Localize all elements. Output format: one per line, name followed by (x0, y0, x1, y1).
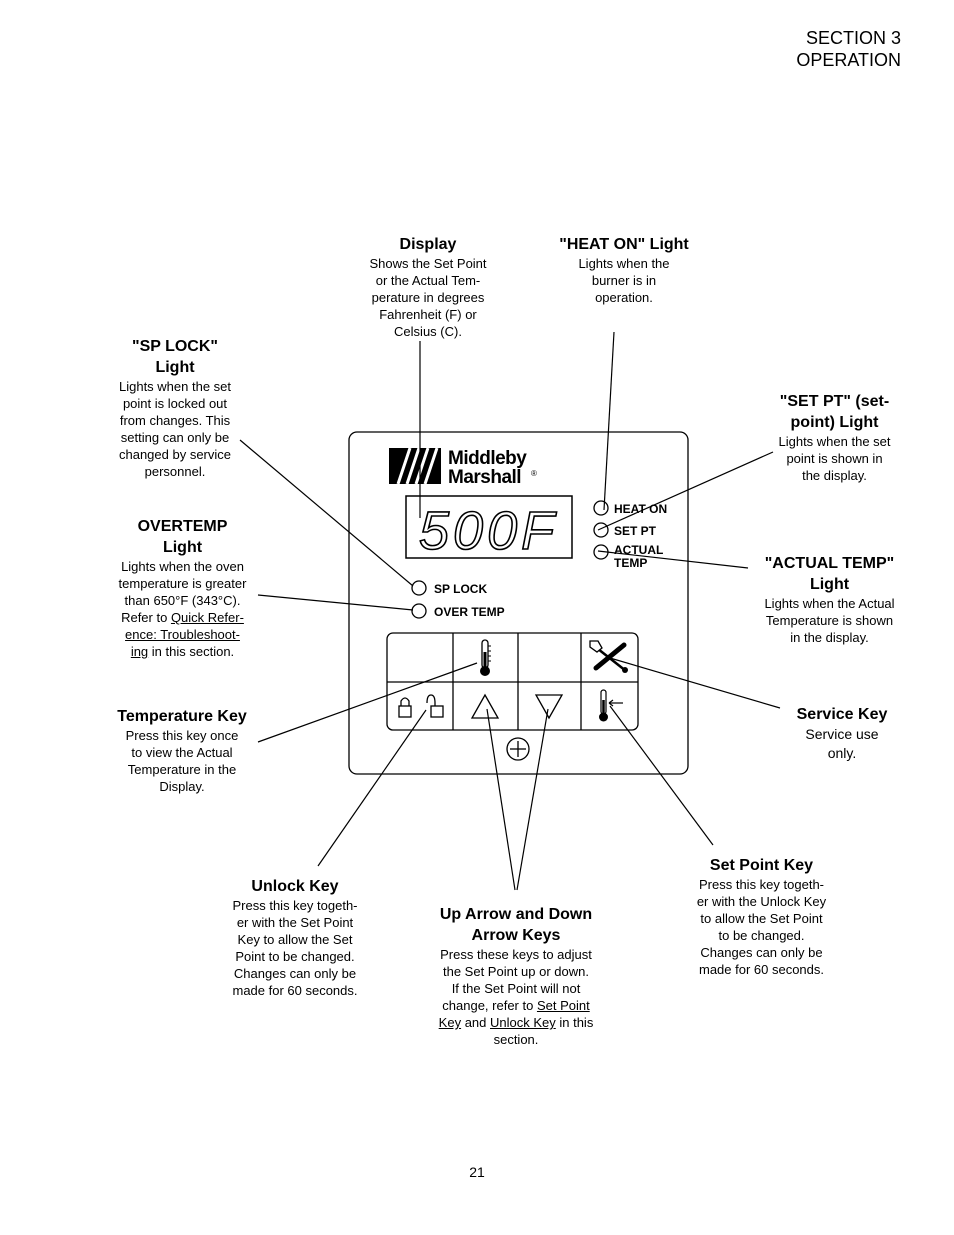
unlock-key[interactable] (387, 682, 453, 730)
leader-overtemp (257, 594, 414, 611)
brand-line-1: Middleby (448, 448, 527, 469)
callout-overtemp-title-2: Light (162, 539, 203, 556)
leader-heat-on (603, 331, 615, 511)
indicator-lights: HEAT ON SET PT ACTUAL TEMP SP LOCK OVER … (411, 500, 667, 619)
blank-key-2[interactable] (518, 633, 581, 682)
callout-display-title: Display (399, 236, 457, 253)
callout-set-point-key-title: Set Point Key (709, 857, 814, 874)
callout-set-pt: "SET PT" (set- point) Light Lights when … (752, 391, 917, 484)
callout-heat-on-desc: Lights when the burner is in operation. (578, 256, 670, 305)
leader-up-arrow (486, 708, 516, 891)
callout-sp-lock-title-1: "SP LOCK" (132, 338, 218, 355)
leader-set-point-key (609, 705, 714, 846)
leader-set-pt (597, 451, 774, 531)
callout-actual-temp-title-1: "ACTUAL TEMP" (764, 555, 895, 572)
leader-lines (239, 331, 781, 891)
unlocked-icon (426, 694, 444, 718)
quick-reference-link-2[interactable]: ence: Troubleshoot- (125, 627, 240, 642)
panel-screw-icon (506, 737, 530, 761)
leader-temperature-key (257, 662, 478, 743)
callout-overtemp-tail: in this section. (148, 644, 235, 659)
callout-actual-temp: "ACTUAL TEMP" Light Lights when the Actu… (747, 553, 912, 646)
callout-display-desc: Shows the Set Point or the Actual Tem- p… (369, 256, 487, 339)
section-header: SECTION 3 OPERATION (796, 27, 901, 71)
callout-actual-temp-title-2: Light (809, 576, 850, 593)
leader-service-key (609, 657, 781, 709)
down-arrow-key[interactable] (518, 682, 581, 730)
brand-line-2: Marshall (448, 467, 521, 488)
callout-arrow-keys-tail: in this section. (493, 1015, 594, 1047)
callout-sp-lock-title-2: Light (155, 359, 195, 376)
callout-heat-on-title: "HEAT ON" Light (559, 236, 689, 253)
callout-arrow-keys-title-1: Up Arrow and Down (439, 906, 593, 923)
callout-unlock-key-desc: Press this key togeth- er with the Set P… (232, 898, 358, 998)
callout-service-key: Service Key Service use only. (772, 704, 912, 763)
quick-reference-link-3[interactable]: ing (130, 644, 149, 659)
thermometer-arrow-icon (599, 689, 623, 722)
callout-temperature-key-desc: Press this key once to view the Actual T… (125, 728, 239, 794)
callout-set-point-key: Set Point Key Press this key togeth- er … (679, 855, 844, 978)
callout-arrow-keys-mid: and (461, 1015, 490, 1030)
service-key[interactable] (581, 633, 638, 682)
section-number: SECTION 3 (805, 28, 901, 48)
callout-arrow-keys-desc: Press these keys to adjust the Set Point… (440, 947, 592, 1013)
temperature-key[interactable] (453, 633, 518, 682)
callout-actual-temp-desc: Lights when the Actual Temperature is sh… (764, 596, 895, 645)
set-point-key-link-2[interactable]: Key (438, 1015, 462, 1030)
callout-temperature-key-title: Temperature Key (117, 708, 247, 725)
display-readout: 500F (419, 501, 558, 561)
over-temp-label: OVER TEMP (434, 605, 505, 619)
middleby-marshall-logo: Middleby Marshall ® (389, 447, 537, 488)
callout-set-pt-title-1: "SET PT" (set- (779, 393, 890, 410)
heat-on-label: HEAT ON (614, 502, 667, 516)
callout-sp-lock-desc: Lights when the set point is locked out … (118, 379, 232, 479)
leader-down-arrow (516, 708, 549, 891)
callout-set-pt-desc: Lights when the set point is shown in th… (778, 434, 891, 483)
sp-lock-label: SP LOCK (434, 582, 487, 596)
leader-actual-temp (597, 550, 749, 569)
callout-display: Display Shows the Set Point or the Actua… (348, 234, 508, 340)
temperature-display: 500F (405, 495, 573, 562)
keypad (386, 632, 639, 731)
registered-mark: ® (531, 469, 537, 478)
callout-service-key-desc: Service use only. (805, 726, 879, 761)
sp-lock-light (411, 580, 427, 596)
leader-unlock-key (317, 709, 427, 867)
callout-arrow-keys: Up Arrow and Down Arrow Keys Press these… (421, 904, 611, 1048)
thermometer-icon (480, 639, 491, 676)
wrench-screwdriver-icon (589, 640, 628, 673)
callout-arrow-keys-title-2: Arrow Keys (471, 927, 561, 944)
set-pt-label: SET PT (614, 524, 657, 538)
callout-set-point-key-desc: Press this key togeth- er with the Unloc… (696, 877, 827, 977)
callout-overtemp: OVERTEMP Light Lights when the oven temp… (105, 516, 260, 660)
callout-temperature-key: Temperature Key Press this key once to v… (102, 706, 262, 795)
callout-heat-on: "HEAT ON" Light Lights when the burner i… (544, 234, 704, 306)
unlock-key-link[interactable]: Unlock Key (490, 1015, 556, 1030)
over-temp-light (411, 603, 427, 619)
up-arrow-icon (470, 693, 500, 719)
callout-overtemp-desc: Lights when the oven temperature is grea… (118, 559, 247, 625)
set-point-key[interactable] (581, 682, 638, 730)
down-arrow-icon (534, 694, 564, 720)
callout-unlock-key-title: Unlock Key (251, 878, 339, 895)
set-point-key-link-1[interactable]: Set Point (536, 998, 590, 1013)
up-arrow-key[interactable] (453, 682, 518, 730)
callout-sp-lock: "SP LOCK" Light Lights when the set poin… (100, 336, 250, 480)
actual-temp-label-2: TEMP (614, 556, 647, 570)
set-pt-light (593, 522, 609, 538)
actual-temp-label-1: ACTUAL (614, 543, 663, 557)
quick-reference-link-1[interactable]: Quick Refer- (170, 610, 244, 625)
callout-unlock-key: Unlock Key Press this key togeth- er wit… (215, 876, 375, 999)
leader-sp-lock (239, 439, 414, 587)
callout-set-pt-title-2: point) Light (790, 414, 879, 431)
page-number: 21 (469, 1164, 485, 1180)
callout-overtemp-title-1: OVERTEMP (137, 518, 228, 535)
lock-icon (398, 697, 412, 718)
section-title: OPERATION (796, 50, 901, 70)
callout-service-key-title: Service Key (796, 706, 888, 723)
heat-on-light (593, 500, 609, 516)
